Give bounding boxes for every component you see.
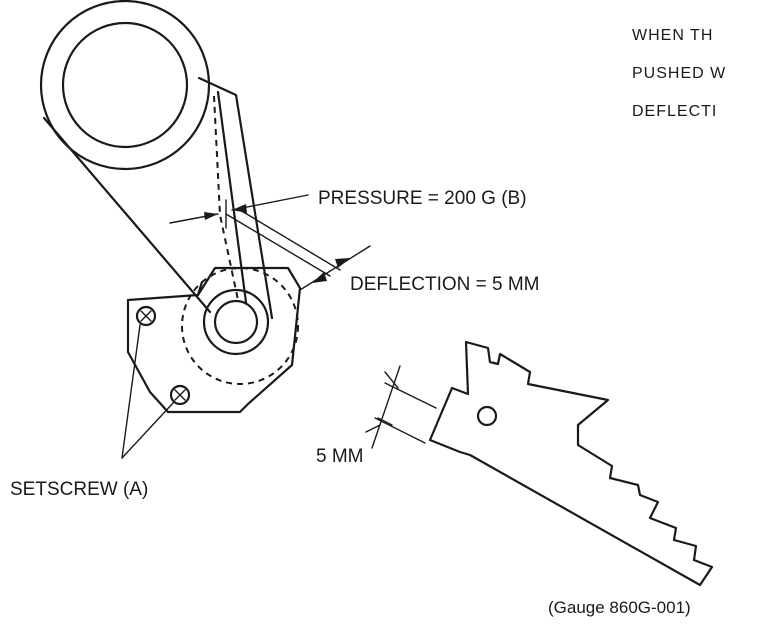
deflection-extension-2 xyxy=(239,209,341,271)
bracket-plate xyxy=(126,266,302,414)
setscrew-top xyxy=(135,305,157,327)
arm-left-edge xyxy=(42,116,212,314)
setscrew-bottom xyxy=(169,384,191,406)
gauge-860g-001 xyxy=(365,340,714,587)
small-pulley-outer xyxy=(202,288,270,356)
gap-ticks xyxy=(365,371,399,433)
large-pulley-inner xyxy=(61,21,189,149)
gauge-hole xyxy=(476,405,498,427)
gauge-body xyxy=(428,340,714,587)
belt-deflected-dashed xyxy=(213,95,239,301)
setscrew-label: SETSCREW (A) xyxy=(10,479,148,500)
gap-label: 5 MM xyxy=(316,446,364,467)
setscrew-leader-2 xyxy=(121,401,175,459)
pressure-arrowhead-left xyxy=(204,212,218,220)
deflection-arrowhead-upper xyxy=(335,258,350,268)
small-pulley-inner xyxy=(213,299,259,345)
dashed-cam-circle xyxy=(181,267,299,385)
deflection-label: DEFLECTION = 5 MM xyxy=(350,274,540,295)
instruction-note-line3: DEFLECTI xyxy=(632,103,717,120)
instruction-note-line2: PUSHED W xyxy=(632,65,726,82)
arm-right-edge xyxy=(197,76,274,320)
large-pulley-outer xyxy=(39,0,211,171)
bracket-rib xyxy=(196,280,204,297)
pressure-label: PRESSURE = 200 G (B) xyxy=(318,188,527,209)
deflection-dim-line xyxy=(299,245,371,291)
setscrew-leaders xyxy=(121,324,175,459)
deflection-extension-1 xyxy=(225,213,331,277)
pressure-dimension xyxy=(169,194,309,229)
setscrew-leader-1 xyxy=(121,324,141,459)
instruction-note-line1: WHEN TH xyxy=(632,27,713,44)
gap-dim-line xyxy=(371,365,401,449)
deflection-dimension xyxy=(225,209,371,291)
pressure-arrowhead-right xyxy=(232,204,247,213)
deflection-arrowhead-lower xyxy=(312,272,327,283)
gauge-caption: (Gauge 860G-001) xyxy=(548,598,691,617)
arm-assembly xyxy=(39,0,302,414)
gap-extension-lower xyxy=(374,417,426,444)
